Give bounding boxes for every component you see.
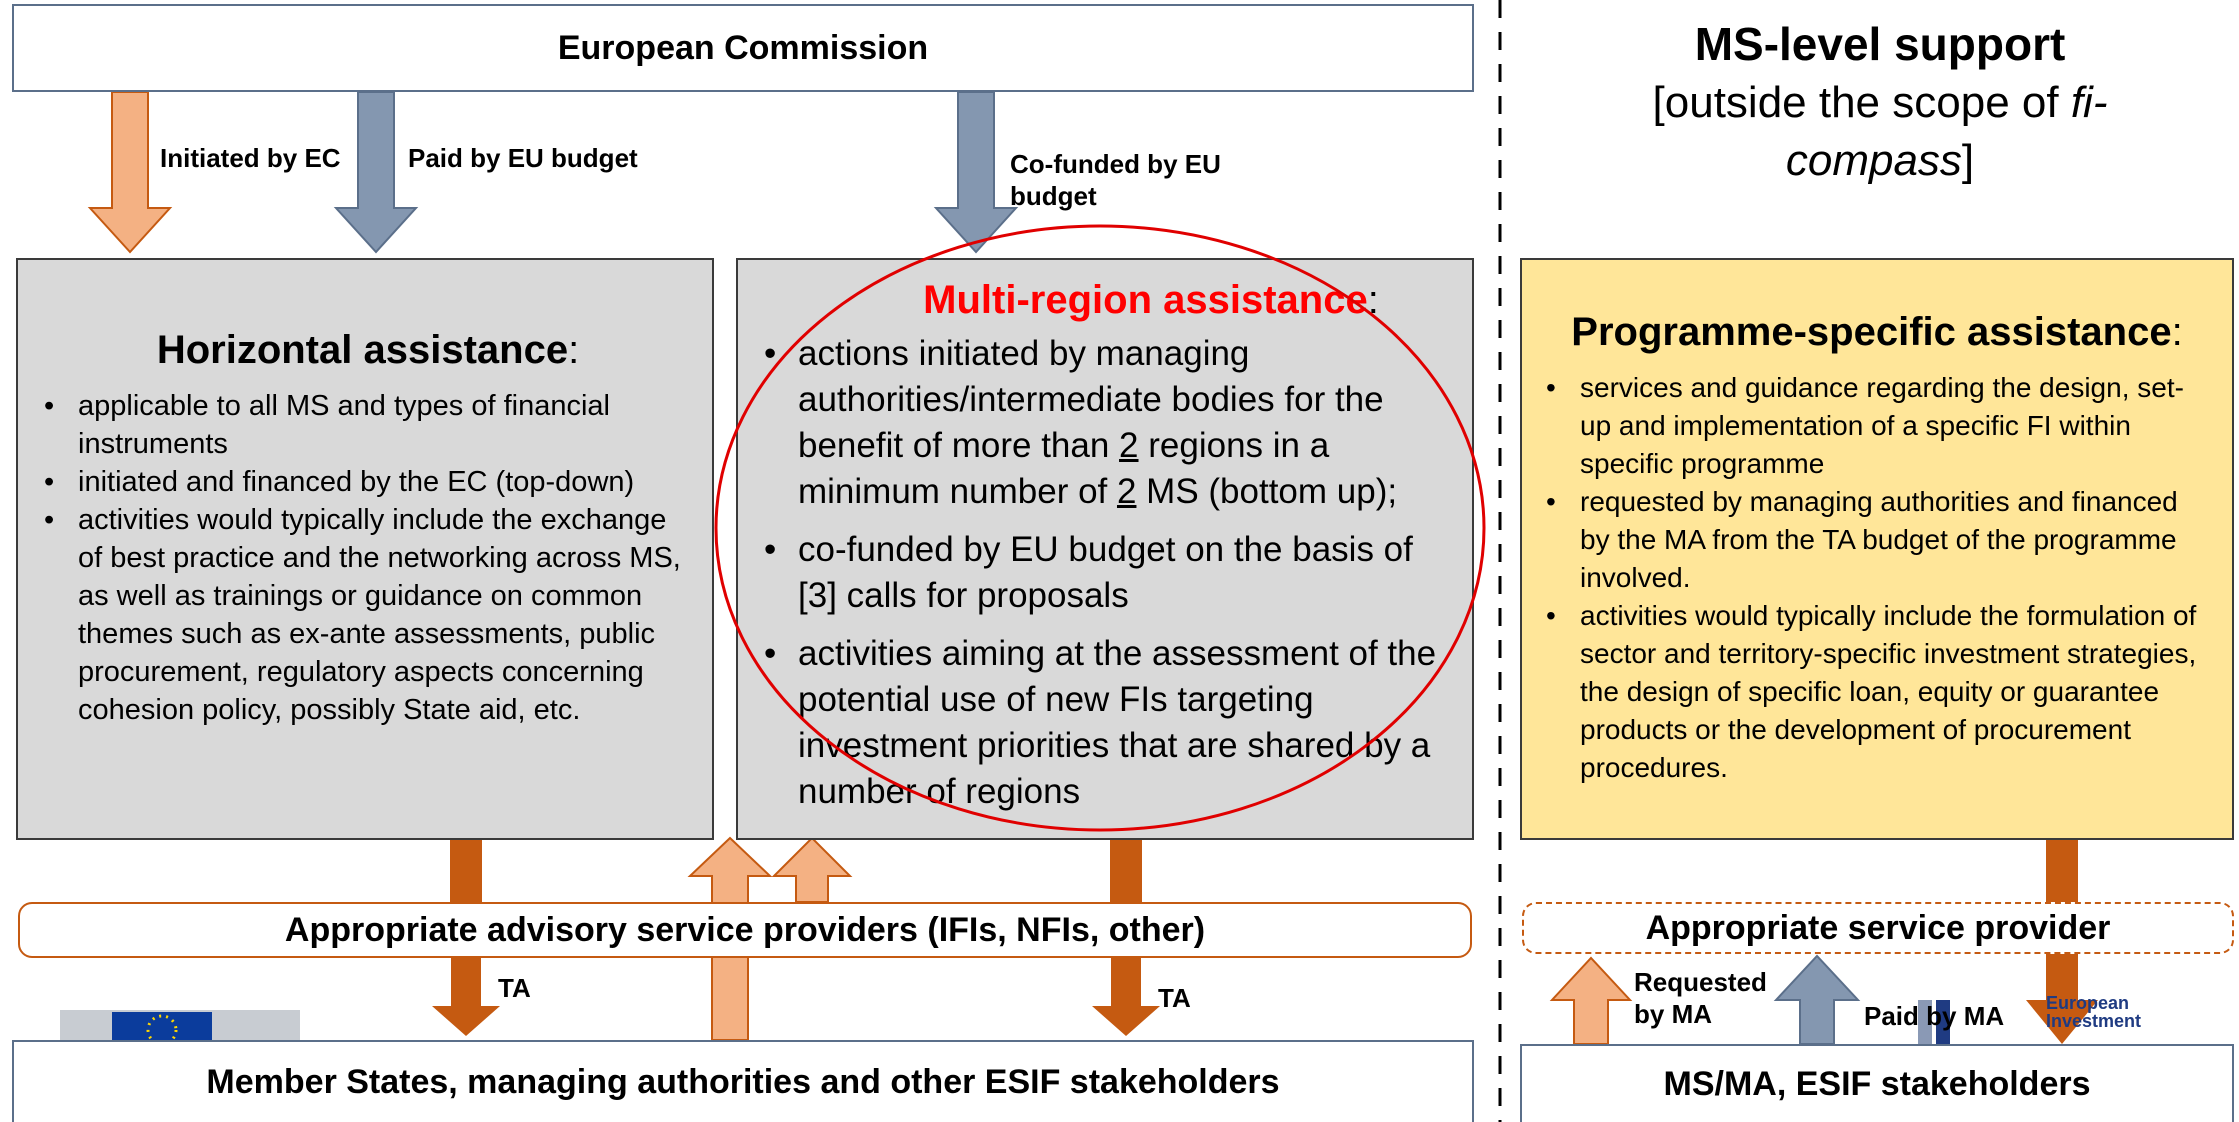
paid-by-ma-arrow	[1773, 954, 1861, 1045]
programme-specific-assistance-list: services and guidance regarding the desi…	[1540, 369, 2214, 787]
list-item: co-funded by EU budget on the basis of […	[758, 527, 1454, 619]
paid-by-eu-budget-label: Paid by EU budget	[408, 143, 638, 173]
paid-by-eu-arrow	[333, 91, 419, 254]
paid-by-ma-label: Paid by MA	[1864, 1001, 2005, 1031]
horizontal-to-advisory-connector	[450, 838, 482, 902]
european-commission-label: European Commission	[557, 28, 929, 67]
requested-by-ma-label: Requested by MA	[1634, 967, 1767, 1029]
advisory-service-providers-box: Appropriate advisory service providers (…	[18, 902, 1472, 958]
programme-specific-assistance-box: Programme-specific assistance: services …	[1520, 258, 2234, 840]
eib-logo	[1918, 1000, 1950, 1044]
programme-specific-assistance-title: Programme-specific assistance:	[1571, 310, 2183, 354]
european-commission-box: European Commission	[12, 4, 1474, 92]
ms-ma-stakeholders-box: MS/MA, ESIF stakeholders	[1520, 1044, 2234, 1122]
advisory-service-providers-label: Appropriate advisory service providers (…	[284, 910, 1206, 949]
horizontal-assistance-list: applicable to all MS and types of financ…	[38, 387, 698, 729]
multi-region-assistance-list: actions initiated by managing authoritie…	[758, 331, 1454, 815]
member-states-label: Member States, managing authorities and …	[206, 1062, 1280, 1101]
service-down-arrow	[2026, 954, 2098, 1044]
ta-left-label: TA	[498, 973, 531, 1003]
co-funded-label: Co-funded by EU budget	[1010, 149, 1221, 211]
ta-left-arrow	[432, 958, 500, 1036]
list-item: actions initiated by managing authoritie…	[758, 331, 1454, 515]
eib-logo-text: European Investment	[2046, 993, 2142, 1031]
initiated-by-ec-label: Initiated by EC	[160, 143, 341, 173]
list-item: services and guidance regarding the desi…	[1540, 369, 2214, 483]
up-arrow-2-head	[771, 836, 853, 903]
multi-region-assistance-box: Multi-region assistance: actions initiat…	[736, 258, 1474, 840]
initiated-by-ec-arrow	[87, 91, 173, 254]
horizontal-assistance-title: Horizontal assistance:	[156, 328, 580, 372]
multi-region-assistance-title: Multi-region assistance:	[923, 278, 1379, 322]
multi-to-advisory-connector	[1110, 838, 1142, 902]
list-item: requested by managing authorities and fi…	[1540, 483, 2214, 597]
list-item: applicable to all MS and types of financ…	[38, 387, 698, 463]
programme-to-service-connector	[2046, 840, 2078, 904]
ms-ma-stakeholders-label: MS/MA, ESIF stakeholders	[1663, 1064, 2091, 1103]
ta-right-label: TA	[1158, 983, 1191, 1013]
ms-level-support-title: MS-level support	[1694, 18, 2066, 70]
list-item: activities aiming at the assessment of t…	[758, 631, 1454, 815]
ms-level-support-subtitle: [outside the scope of fi-compass]	[1652, 78, 2108, 185]
list-item: activities would typically include the e…	[38, 501, 698, 729]
ta-right-arrow	[1092, 958, 1160, 1036]
ms-level-support-heading: MS-level support [outside the scope of f…	[1530, 14, 2230, 190]
co-funded-arrow	[933, 91, 1019, 254]
list-item: activities would typically include the f…	[1540, 597, 2214, 787]
requested-by-ma-arrow	[1549, 956, 1633, 1045]
horizontal-assistance-box: Horizontal assistance: applicable to all…	[16, 258, 714, 840]
service-provider-label: Appropriate service provider	[1645, 908, 2111, 947]
service-provider-box: Appropriate service provider	[1522, 902, 2234, 954]
member-states-box: Member States, managing authorities and …	[12, 1040, 1474, 1122]
list-item: initiated and financed by the EC (top-do…	[38, 463, 698, 501]
